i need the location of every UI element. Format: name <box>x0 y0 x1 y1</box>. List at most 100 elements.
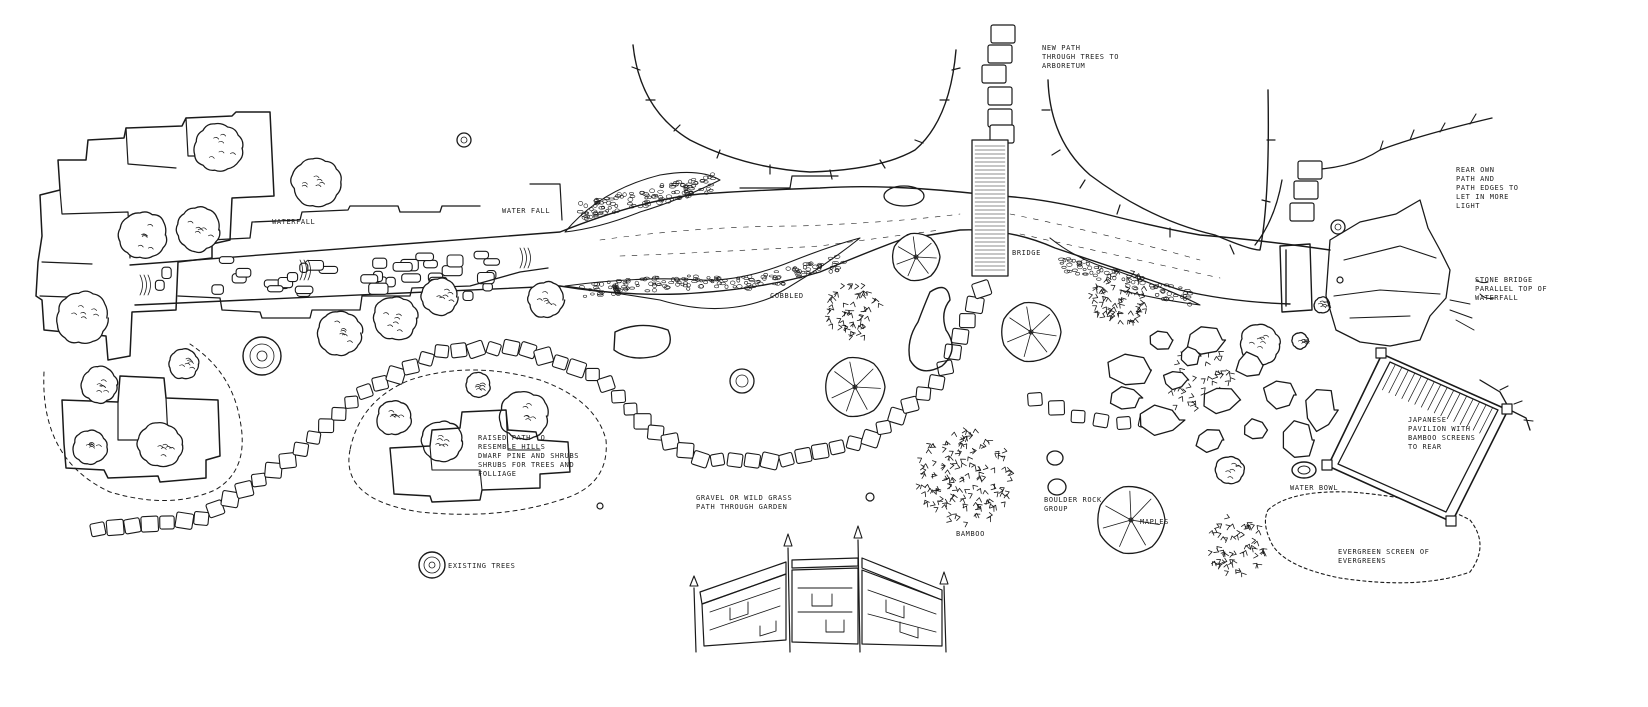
cobble <box>773 270 780 274</box>
pavilion-slat <box>1414 378 1429 405</box>
cobble <box>710 172 716 177</box>
cobble <box>1183 297 1187 301</box>
cobble <box>639 277 645 281</box>
maple-branch <box>849 361 856 388</box>
canopy-detail <box>169 446 175 450</box>
canopy-detail <box>340 330 347 333</box>
cobble <box>716 281 722 286</box>
cobble <box>703 175 709 180</box>
waterfall-ripple <box>139 274 143 296</box>
shrub-stroke <box>849 330 855 337</box>
shrub-stroke <box>967 456 973 462</box>
cobble <box>1157 283 1162 288</box>
shrub-stroke <box>1243 544 1250 550</box>
label-line: EXISTING TREES <box>448 562 515 570</box>
cobble <box>576 210 584 214</box>
shrub-stroke <box>1233 534 1239 541</box>
stepping-stone <box>887 406 908 426</box>
canopy-detail <box>71 312 77 316</box>
cobble <box>795 272 802 278</box>
pavilion-slat <box>1401 372 1416 399</box>
cobble <box>833 254 841 259</box>
canopy-detail <box>544 300 550 303</box>
shrub-stroke <box>1229 523 1235 530</box>
shrub-stroke <box>915 483 921 490</box>
cobble <box>812 270 817 274</box>
stepping-stone <box>105 518 125 537</box>
stream-stone <box>392 261 413 272</box>
shrub-stroke <box>1172 404 1178 411</box>
label-line: BAMBOO <box>956 530 985 538</box>
canopy-detail <box>394 415 400 418</box>
cobble <box>746 283 752 287</box>
cobble <box>606 280 611 284</box>
cobble <box>614 208 620 213</box>
cobble <box>1153 285 1158 289</box>
cobble <box>669 182 674 187</box>
tree-canopy <box>420 420 464 463</box>
canopy-detail <box>1301 342 1308 345</box>
cobble <box>747 274 753 279</box>
stepping-stone <box>778 451 795 468</box>
waterfall-stones <box>139 247 531 302</box>
shrub-stroke <box>994 450 1000 457</box>
shrub-stroke <box>1213 548 1220 553</box>
canopy-detail <box>96 444 102 447</box>
stepping-stone <box>958 312 976 329</box>
canopy-detail <box>396 329 403 332</box>
path-slab <box>1297 160 1323 180</box>
cobble <box>693 274 699 279</box>
label-line: PATH THROUGH GARDEN <box>696 503 787 511</box>
stepping-stone <box>1116 416 1132 431</box>
stepping-stone <box>633 413 652 430</box>
stream-stone <box>462 290 474 302</box>
shrub-stroke <box>1126 277 1132 283</box>
shrub-stroke <box>1134 279 1140 286</box>
shrub-stroke <box>929 501 936 507</box>
cobble <box>1150 286 1156 290</box>
cobble <box>1131 280 1136 285</box>
cobble <box>1112 275 1117 281</box>
boulder <box>1282 420 1315 458</box>
shrub-stroke <box>828 323 834 330</box>
cobble <box>627 197 634 202</box>
maple-branch <box>1023 331 1032 357</box>
shrub-stroke <box>1229 372 1235 378</box>
cobble <box>592 203 598 208</box>
waterfall-ripple <box>143 274 147 296</box>
canopy-detail <box>392 321 399 325</box>
cobble <box>1139 280 1146 286</box>
boulder <box>1139 404 1186 437</box>
shrub-stroke <box>947 483 952 490</box>
tree-canopy <box>290 157 342 208</box>
cobble <box>657 189 664 194</box>
cobble <box>1140 276 1145 281</box>
stepping-stone <box>936 359 955 377</box>
shrub-stroke <box>839 320 845 326</box>
dashed-mounds <box>43 343 1481 584</box>
shrub-stroke <box>836 317 842 324</box>
shrub-stroke <box>920 464 925 471</box>
woodland-edge <box>631 44 1493 255</box>
stream-stone <box>211 284 224 295</box>
shrub-stroke <box>1118 311 1124 316</box>
pavilion-slat <box>1479 407 1493 434</box>
cobble <box>623 282 629 287</box>
pavilion-slat <box>1440 389 1455 417</box>
tree-canopy <box>1291 331 1309 350</box>
cobble <box>680 183 687 188</box>
label-line: LIGHT <box>1456 202 1480 210</box>
cobble <box>616 280 622 284</box>
shrub-stroke <box>1253 540 1260 547</box>
shrub-stroke <box>1099 313 1106 319</box>
shrub-stroke <box>1185 383 1192 389</box>
canopy-detail <box>444 288 450 292</box>
cobble <box>598 206 606 210</box>
label-line: GROUP <box>1044 505 1068 513</box>
boulder <box>1180 346 1202 367</box>
cobble <box>699 284 704 289</box>
canopy-detail <box>437 434 444 438</box>
label-line: PATH EDGES TO <box>1456 184 1519 192</box>
